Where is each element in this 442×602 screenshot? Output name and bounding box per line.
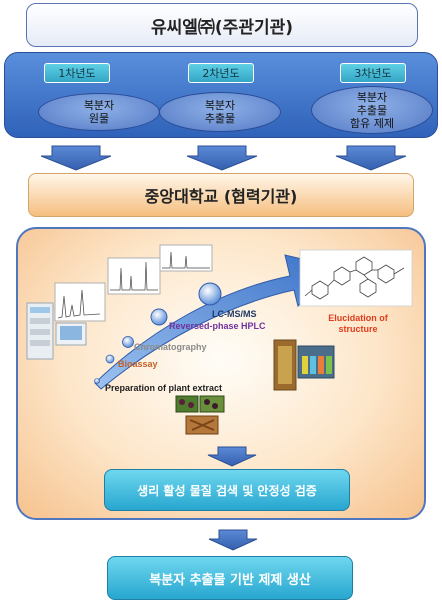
- partner-institution-box: 중앙대학교 (협력기관): [28, 173, 414, 217]
- lead-institution-title: 유씨엘㈜(주관기관): [26, 3, 418, 47]
- down-arrow-icon: [335, 145, 407, 171]
- down-arrow-icon: [208, 529, 258, 551]
- step-preparation: Preparation of plant extract: [105, 383, 223, 393]
- step-chromatography: Chromatography: [134, 342, 207, 352]
- year-2-line-2: 추출물: [204, 112, 236, 125]
- down-arrow-icon: [207, 446, 257, 467]
- spectrum-image: [107, 257, 161, 295]
- structure-label-line-2: structure: [338, 324, 378, 334]
- step-reversed-phase-hplc: Reversed-phase HPLC: [169, 321, 266, 331]
- year-3-line-1: 복분자: [356, 90, 388, 104]
- down-arrow-icon: [40, 145, 112, 171]
- year-2-line-1: 복분자: [204, 99, 236, 112]
- year-3-tab: 3차년도: [340, 63, 406, 83]
- down-arrow-icon: [186, 145, 258, 171]
- year-1-line-1: 복분자: [83, 99, 115, 112]
- structure-label-line-1: Elucidation of: [328, 313, 388, 323]
- year-2-tab: 2차년도: [188, 63, 254, 83]
- chromatogram-image: [54, 282, 106, 322]
- year-3-line-3: 함유 제제: [350, 116, 394, 130]
- hplc-instrument-image: [26, 302, 87, 360]
- verification-box: 생리 활성 물질 검색 및 안정성 검증: [104, 469, 350, 511]
- step-bioassay: Bioassay: [118, 359, 158, 369]
- year-2-ellipse: 복분자 추출물: [159, 92, 281, 132]
- step-dot-icon: [94, 378, 100, 384]
- fruit-extract-photos: [273, 339, 335, 391]
- step-lc-ms-ms: LC-MS/MS: [212, 309, 257, 319]
- structure-elucidation-label: Elucidation of structure: [320, 313, 396, 335]
- step-dot-icon: [198, 282, 222, 306]
- year-3-line-2: 추출물: [356, 103, 388, 117]
- chemical-structure-image: [299, 249, 413, 307]
- step-dot-icon: [122, 336, 134, 348]
- plant-material-photos: [175, 395, 225, 435]
- year-1-ellipse: 복분자 원물: [38, 93, 160, 131]
- mass-spectrum-image: [159, 244, 213, 272]
- step-dot-icon: [150, 308, 168, 326]
- year-1-tab: 1차년도: [44, 63, 110, 83]
- year-3-ellipse: 복분자 추출물 함유 제제: [311, 86, 433, 134]
- step-dot-icon: [105, 354, 115, 364]
- final-production-box: 복분자 추출물 기반 제제 생산: [107, 556, 353, 600]
- year-1-line-2: 원물: [88, 112, 110, 125]
